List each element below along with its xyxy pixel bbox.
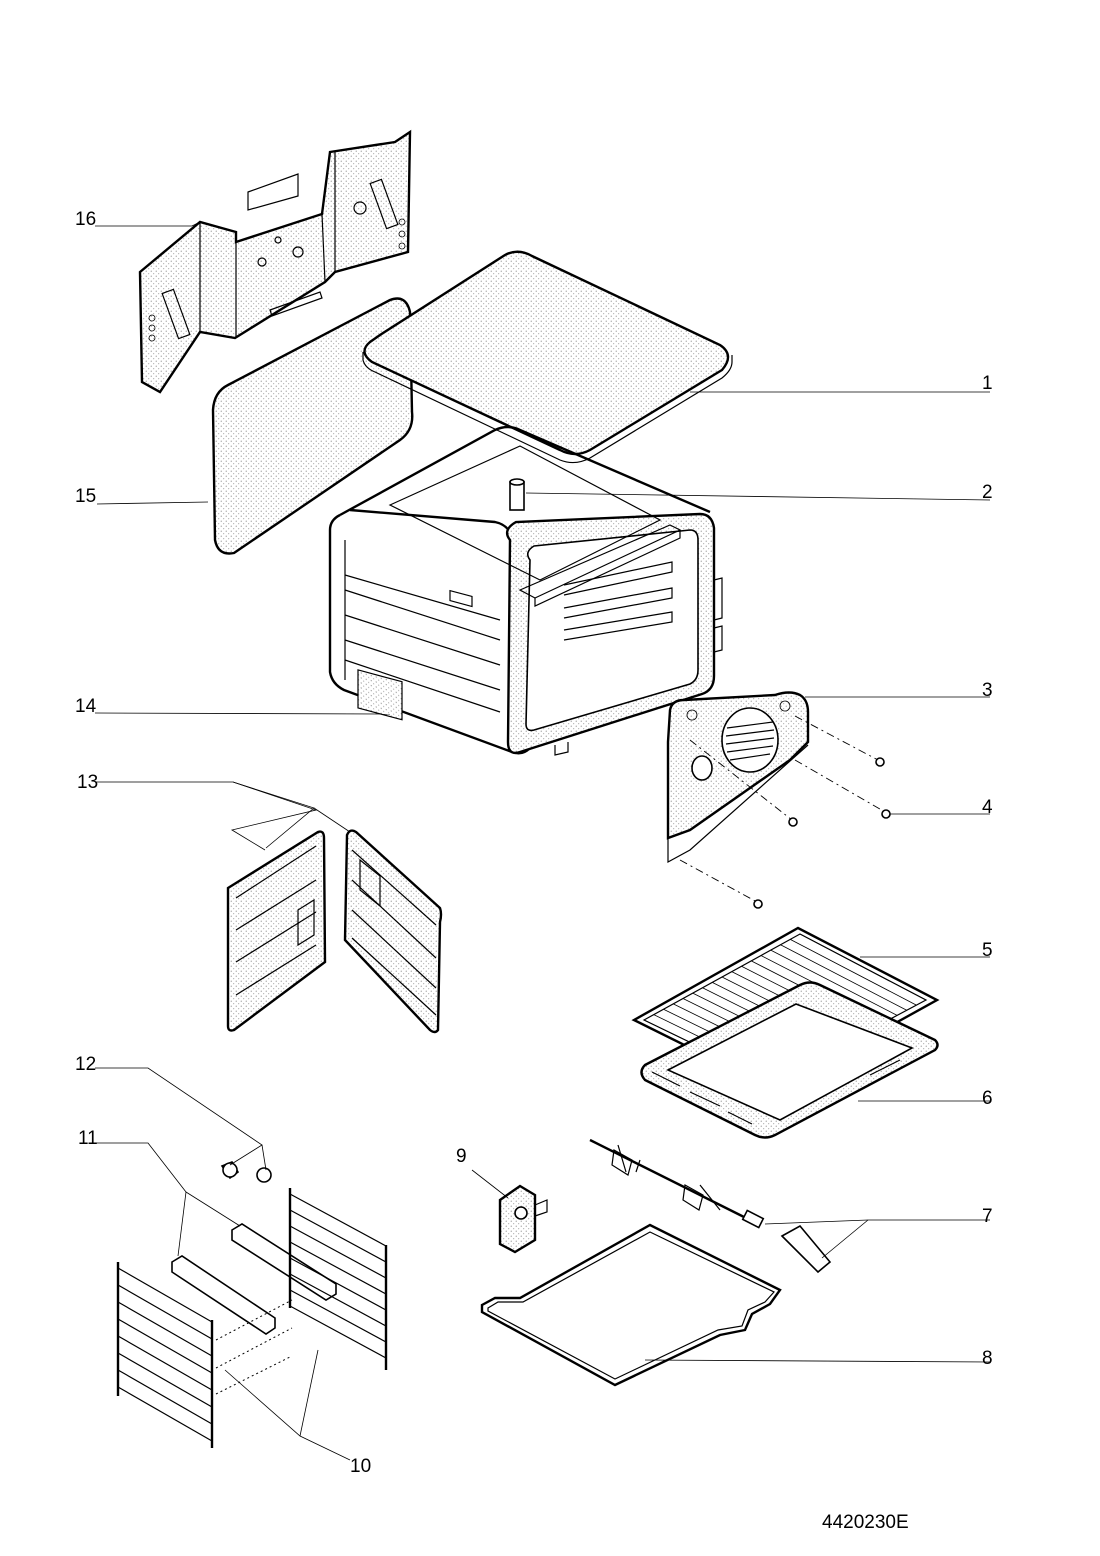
drawing-line xyxy=(117,1301,213,1357)
drawing-line xyxy=(790,939,917,1006)
part-label-12: 12 xyxy=(75,1054,96,1075)
oven-cavity-drawing xyxy=(328,425,723,756)
part-label-13: 13 xyxy=(77,772,98,793)
part-label-10: 10 xyxy=(350,1456,371,1477)
part-label-3: 3 xyxy=(982,680,993,701)
part-label-8: 8 xyxy=(982,1348,993,1369)
drawing-line xyxy=(780,944,907,1011)
part-label-6: 6 xyxy=(982,1088,993,1109)
drawing-line xyxy=(770,949,898,1016)
oven-tray-drawing xyxy=(640,981,939,1139)
sensor-tube-drawing xyxy=(509,478,525,511)
drawing-line xyxy=(117,1284,213,1340)
back-panel-drawing xyxy=(138,129,412,394)
part-label-16: 16 xyxy=(75,209,96,230)
shelf-rails-drawing xyxy=(171,1223,337,1335)
door-seal-drawing xyxy=(480,1223,782,1387)
drawing-line xyxy=(289,1289,387,1343)
drawing-line xyxy=(117,1369,213,1425)
drawing-line xyxy=(289,1257,387,1311)
fan-cover-drawing xyxy=(666,691,810,864)
part-number-labels: 1 2 3 4 5 6 7 8 9 10 11 12 13 14 15 16 4… xyxy=(75,209,993,1533)
part-label-15: 15 xyxy=(75,486,96,507)
thermostat-drawing xyxy=(498,1184,548,1254)
side-shelf-guides-drawing xyxy=(226,829,443,1034)
drawing-line xyxy=(799,933,927,1001)
top-insulation-drawing xyxy=(362,250,733,464)
part-label-5: 5 xyxy=(982,940,993,961)
part-label-14: 14 xyxy=(75,696,97,717)
drawing-line xyxy=(117,1318,213,1374)
drawing-line xyxy=(117,1352,213,1408)
drawing-line xyxy=(289,1305,387,1359)
drawing-line xyxy=(289,1225,387,1279)
wire-shelf-supports-drawing xyxy=(116,1188,388,1448)
rotisserie-spit-drawing xyxy=(589,1138,832,1274)
drawing-line xyxy=(289,1209,387,1263)
part-label-4: 4 xyxy=(982,797,993,818)
part-label-11: 11 xyxy=(78,1128,98,1149)
part-label-7: 7 xyxy=(982,1206,993,1227)
caps-drawing xyxy=(220,1161,272,1183)
drawing-line xyxy=(117,1335,213,1391)
drawing-line xyxy=(289,1193,387,1247)
leader-lines xyxy=(94,221,991,1461)
part-label-9: 9 xyxy=(456,1146,467,1167)
drawing-line xyxy=(289,1241,387,1295)
part-label-1: 1 xyxy=(982,373,993,394)
drawing-line xyxy=(289,1273,387,1327)
side-insulation-drawing xyxy=(211,297,414,555)
screws-drawing xyxy=(679,715,891,909)
part-label-2: 2 xyxy=(982,482,993,503)
document-code: 4420230E xyxy=(822,1512,909,1533)
drawing-line xyxy=(117,1267,213,1323)
drawing-line xyxy=(117,1386,213,1442)
